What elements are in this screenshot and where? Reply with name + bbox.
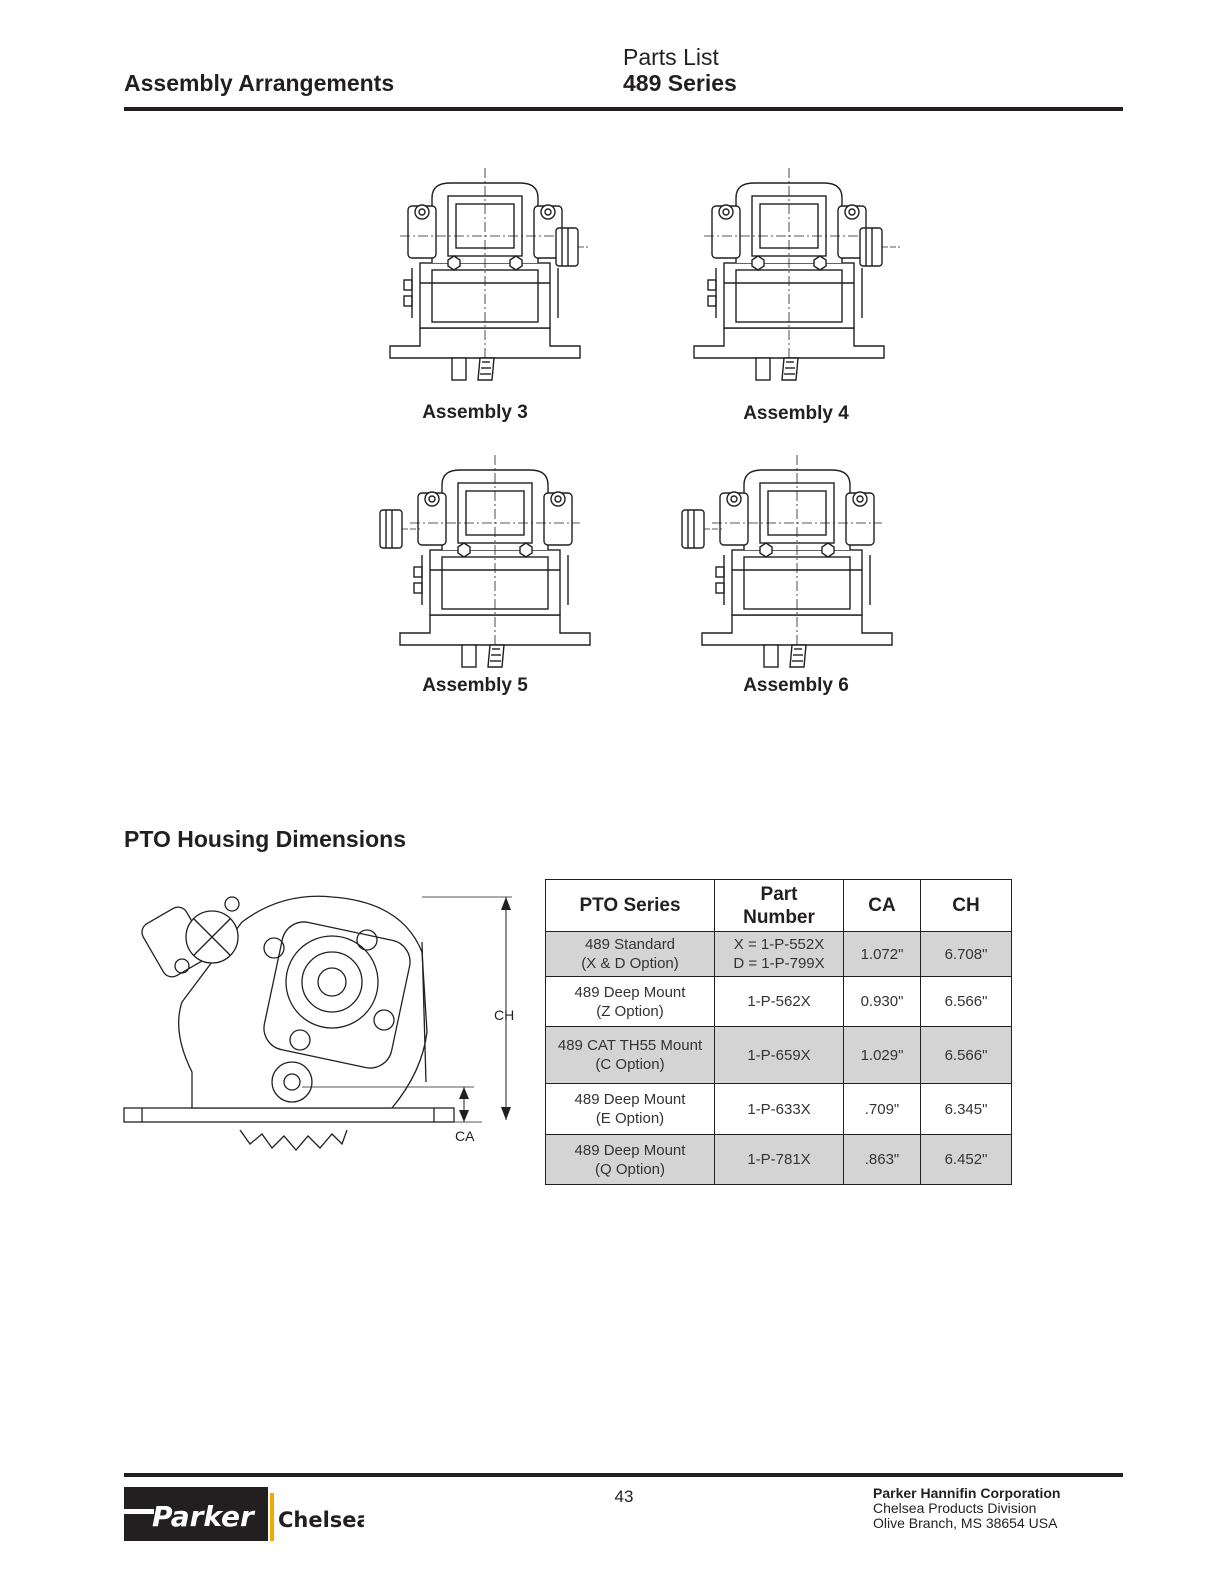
ca-cell: 1.029" [843, 1026, 921, 1084]
col-header-ch: CH [920, 879, 1012, 932]
table-row: 489 Deep Mount(Q Option) 1-P-781X .863" … [545, 1134, 1012, 1185]
part-number-cell: 1-P-562X [714, 976, 844, 1027]
company-address-block: Parker Hannifin Corporation Chelsea Prod… [873, 1486, 1060, 1531]
table-row: 489 Deep Mount(Z Option) 1-P-562X 0.930"… [545, 976, 1012, 1027]
part-number-cell: 1-P-659X [714, 1026, 844, 1084]
ch-dimension-label: CH [494, 1007, 515, 1023]
ch-cell: 6.452" [920, 1134, 1012, 1185]
assembly-6-label: Assembly 6 [743, 675, 849, 696]
assembly-4-drawing [692, 168, 907, 393]
pto-series-cell: 489 Deep Mount(E Option) [545, 1083, 715, 1135]
col-header-pto-series: PTO Series [545, 879, 715, 932]
company-address: Olive Branch, MS 38654 USA [873, 1515, 1058, 1531]
pto-series-cell: 489 CAT TH55 Mount(C Option) [545, 1026, 715, 1084]
table-row: 489 Deep Mount(E Option) 1-P-633X .709" … [545, 1083, 1012, 1135]
assembly-6-drawing [680, 455, 895, 670]
company-name: Parker Hannifin Corporation [873, 1485, 1061, 1501]
footer-divider [124, 1473, 1123, 1477]
division-name: Chelsea Products Division [873, 1500, 1037, 1516]
pto-series-cell: 489 Standard(X & D Option) [545, 931, 715, 977]
pto-dimensions-table: PTO Series Part Number CA CH 489 Standar… [545, 879, 1012, 1185]
ca-cell: 1.072" [843, 931, 921, 977]
ca-cell: .863" [843, 1134, 921, 1185]
pto-series-cell: 489 Deep Mount(Q Option) [545, 1134, 715, 1185]
parker-chelsea-logo: Parker Chelsea [124, 1487, 371, 1548]
assembly-4-label-text: Assembly 4 [743, 403, 849, 424]
table-row: 489 CAT TH55 Mount(C Option) 1-P-659X 1.… [545, 1026, 1012, 1084]
ch-cell: 6.708" [920, 931, 1012, 977]
logo-chelsea-text: Chelsea [278, 1508, 364, 1532]
ch-cell: 6.345" [920, 1083, 1012, 1135]
part-number-cell: 1-P-633X [714, 1083, 844, 1135]
pto-housing-side-drawing [122, 882, 522, 1167]
header-divider [124, 107, 1123, 111]
doc-type-label: Parts List [623, 44, 719, 70]
series-heading: 489 Series [623, 70, 737, 96]
pto-housing-dimensions-title: PTO Housing Dimensions [124, 826, 406, 852]
assembly-3-drawing [388, 168, 588, 393]
logo-parker-text: Parker [152, 1500, 256, 1533]
pto-series-cell: 489 Deep Mount(Z Option) [545, 976, 715, 1027]
page-number: 43 [614, 1487, 634, 1506]
ch-cell: 6.566" [920, 1026, 1012, 1084]
col-header-part-number: Part Number [714, 879, 844, 932]
ca-dimension-label: CA [455, 1128, 475, 1144]
ca-cell: 0.930" [843, 976, 921, 1027]
section-heading: Assembly Arrangements [124, 70, 395, 96]
ch-cell: 6.566" [920, 976, 1012, 1027]
assembly-3-label: Assembly 3 [422, 402, 528, 423]
assembly-5-drawing [378, 455, 593, 670]
part-number-cell: 1-P-781X [714, 1134, 844, 1185]
col-header-ca: CA [843, 879, 921, 932]
table-header-row: PTO Series Part Number CA CH [545, 879, 1012, 932]
assembly-5-label: Assembly 5 [422, 675, 528, 696]
ca-cell: .709" [843, 1083, 921, 1135]
